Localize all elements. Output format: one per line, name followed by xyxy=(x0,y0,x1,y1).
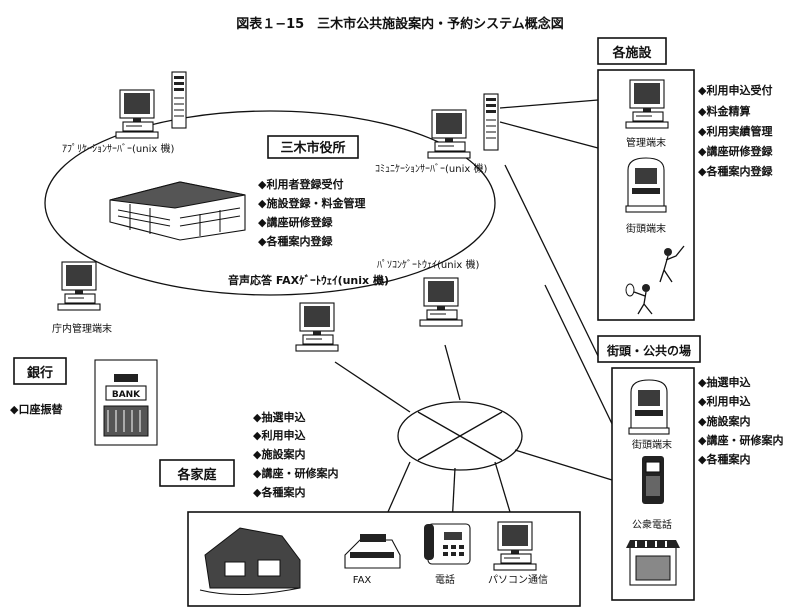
public-places-header: 街頭・公共の場 xyxy=(606,343,691,358)
app-server-label: ｱﾌﾟﾘｹｰｼｮﾝｻｰﾊﾞｰ(unix 機) xyxy=(62,142,174,155)
public-kiosk-icon xyxy=(628,379,670,435)
shop-icon xyxy=(626,540,680,586)
city-hall-lan-ellipse xyxy=(44,110,496,296)
payphone-label: 公衆電話 xyxy=(632,518,672,531)
link-pc-network xyxy=(444,344,461,401)
city-hall-building-icon xyxy=(109,181,246,241)
public-places-box: 街頭端末 公衆電話 xyxy=(611,367,695,601)
telephone-icon xyxy=(424,523,471,565)
facilities-box: 管理端末 街頭端末 xyxy=(597,69,695,321)
voice-fax-gateway-icon xyxy=(295,302,339,352)
diagram-title: 図表１−15 三木市公共施設案内・予約システム概念図 xyxy=(236,16,564,32)
house-icon xyxy=(199,527,301,596)
bank-section: 銀行 ◆口座振替 BANK xyxy=(10,357,158,446)
household-bullet: ◆各種案内 xyxy=(253,485,305,499)
link-commserver-facilities-1 xyxy=(499,99,599,109)
link-network-public xyxy=(544,284,616,431)
voice-fax-gateway: 音声応答 FAXｹﾞｰﾄｳｪｲ(unix 機) xyxy=(228,273,389,352)
baseball-player-icon xyxy=(659,245,685,283)
pc-gateway-label: ﾊﾟｿｺﾝｹﾞｰﾄｳｪｲ(unix 機) xyxy=(377,258,479,271)
app-server-monitor-icon xyxy=(115,89,159,139)
public-places-bullet: ◆講座・研修案内 xyxy=(698,433,783,447)
household-bullets: ◆抽選申込 ◆利用申込 ◆施設案内 ◆講座・研修案内 ◆各種案内 xyxy=(253,410,338,499)
public-places-header-box: 街頭・公共の場 xyxy=(597,335,701,363)
comm-server-tower-icon xyxy=(483,93,499,151)
household-bullet: ◆講座・研修案内 xyxy=(253,466,338,480)
office-terminal: 庁内管理端末 xyxy=(52,261,112,335)
city-hall-bullet: ◆各種案内登録 xyxy=(258,234,333,248)
link-network-payphone xyxy=(514,449,613,481)
tennis-player-icon xyxy=(625,283,653,315)
bank-bullet: ◆口座振替 xyxy=(10,402,63,416)
household-header: 各家庭 xyxy=(176,467,217,483)
application-server: ｱﾌﾟﾘｹｰｼｮﾝｻｰﾊﾞｰ(unix 機) xyxy=(62,71,187,155)
public-places-bullet: ◆各種案内 xyxy=(698,452,750,466)
comm-server-label: ｺﾐｭﾆｹｰｼｮﾝｻｰﾊﾞｰ(unix 機) xyxy=(375,162,487,175)
fax-machine-icon xyxy=(344,534,401,569)
payphone-icon xyxy=(642,456,664,504)
city-hall-bullets: ◆利用者登録受付 ◆施設登録・料金管理 ◆講座研修登録 ◆各種案内登録 xyxy=(258,177,365,248)
city-hall-bullet: ◆利用者登録受付 xyxy=(258,177,343,191)
facility-street-terminal-label: 街頭端末 xyxy=(626,222,666,235)
bank-building-icon: BANK xyxy=(94,359,158,446)
households-box: FAX 電話 パソコン通信 xyxy=(187,511,581,607)
link-commserver-facilities-2 xyxy=(499,121,599,149)
pc-comm-label: パソコン通信 xyxy=(488,574,548,586)
office-terminal-icon xyxy=(57,261,101,311)
facilities-header: 各施設 xyxy=(611,45,652,61)
app-server-tower-icon xyxy=(171,71,187,129)
household-bullet: ◆施設案内 xyxy=(253,447,305,461)
communication-server: ｺﾐｭﾆｹｰｼｮﾝｻｰﾊﾞｰ(unix 機) xyxy=(375,93,499,175)
facilities-bullet: ◆利用実績管理 xyxy=(698,124,772,138)
public-places-bullet: ◆利用申込 xyxy=(698,394,750,408)
public-places-bullets: ◆抽選申込 ◆利用申込 ◆施設案内 ◆講座・研修案内 ◆各種案内 xyxy=(698,375,783,466)
comm-server-monitor-icon xyxy=(427,109,471,159)
link-commserver-public xyxy=(504,164,601,361)
public-network-hub xyxy=(397,401,523,471)
bank-header: 銀行 xyxy=(27,365,53,381)
city-hall-bullet: ◆講座研修登録 xyxy=(258,215,333,229)
phone-label: 電話 xyxy=(435,573,455,586)
mgmt-terminal-label: 管理端末 xyxy=(626,136,666,149)
facilities-bullet: ◆利用申込受付 xyxy=(698,83,772,97)
facilities-header-box: 各施設 xyxy=(597,37,667,65)
household-bullet: ◆抽選申込 xyxy=(253,410,305,424)
office-terminal-label: 庁内管理端末 xyxy=(52,322,112,335)
pc-gateway-icon xyxy=(419,277,463,327)
city-hall-label: 三木市役所 xyxy=(280,140,345,156)
facilities-bullet: ◆料金精算 xyxy=(698,104,750,118)
pc-gateway: ﾊﾟｿｺﾝｹﾞｰﾄｳｪｲ(unix 機) xyxy=(377,258,479,327)
city-hall-label-box: 三木市役所 xyxy=(267,135,359,159)
fax-label: FAX xyxy=(353,575,372,586)
household-header-box: 各家庭 xyxy=(159,459,235,487)
facility-kiosk-icon xyxy=(625,157,667,213)
household-bullet: ◆利用申込 xyxy=(253,428,305,442)
public-places-bullet: ◆抽選申込 xyxy=(698,375,750,389)
bank-sign: BANK xyxy=(112,390,141,400)
facilities-bullet: ◆各種案内登録 xyxy=(698,164,773,178)
facilities-bullet: ◆講座研修登録 xyxy=(698,144,773,158)
public-street-terminal-label: 街頭端末 xyxy=(632,438,672,451)
public-places-bullet: ◆施設案内 xyxy=(698,414,750,428)
city-hall-bullet: ◆施設登録・料金管理 xyxy=(258,196,365,210)
link-fax-network xyxy=(334,361,411,413)
voice-fax-gateway-label: 音声応答 FAXｹﾞｰﾄｳｪｲ(unix 機) xyxy=(228,273,389,287)
facilities-bullets: ◆利用申込受付 ◆料金精算 ◆利用実績管理 ◆講座研修登録 ◆各種案内登録 xyxy=(698,83,773,178)
